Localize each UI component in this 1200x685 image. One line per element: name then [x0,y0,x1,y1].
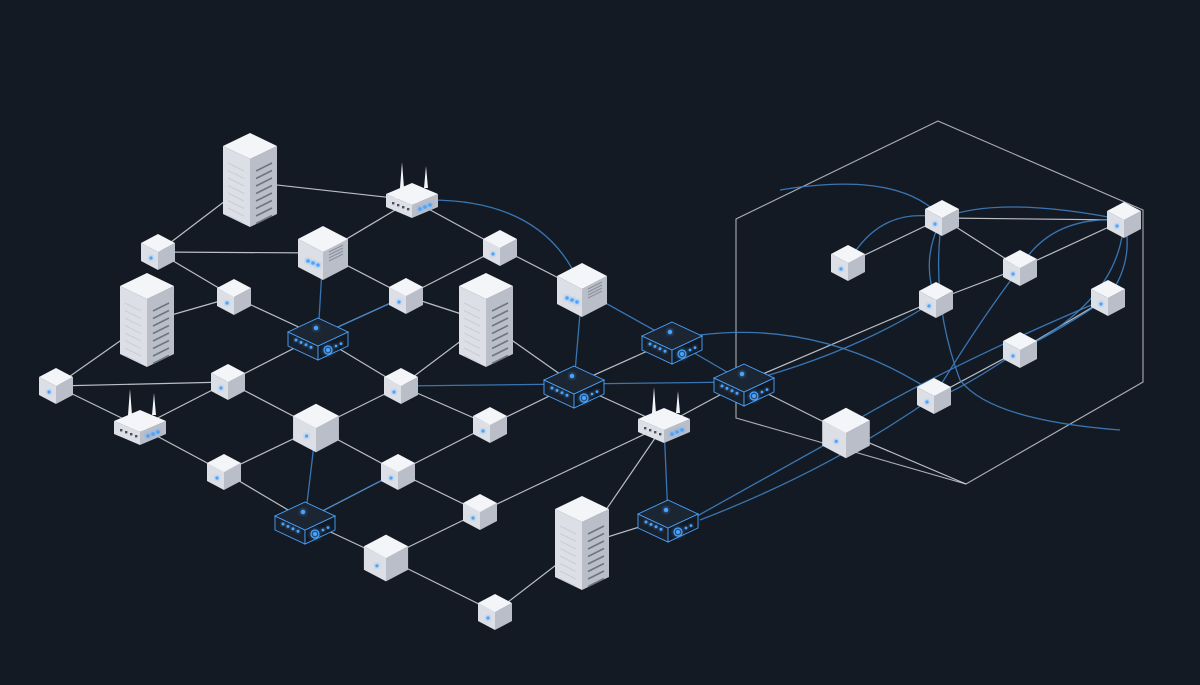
node-cube-icon [381,454,415,490]
node-cube-icon [463,494,497,530]
data-link-line [689,432,847,521]
appliance-box-icon [298,226,348,280]
server-rack-icon [459,273,513,367]
connection-line [941,217,1125,221]
server-rack-icon [120,273,174,367]
node-cube-icon [473,407,507,443]
node-cube-icon [1107,202,1141,238]
network-switch-icon [273,501,337,545]
connection-line [479,424,665,513]
router-antenna-icon [386,162,438,218]
connection-line [1019,219,1125,269]
network-switch-icon [636,499,700,543]
server-rack-icon [555,496,609,590]
node-cube-icon [1003,332,1037,368]
data-link-line [937,217,1121,431]
network-switch-icon [712,363,776,407]
node-cube-icon [384,368,418,404]
node-cube-icon [919,282,953,318]
network-switch-icon [542,365,606,409]
node-cube-icon [917,378,951,414]
node-cube-icon [478,594,512,630]
data-link-line [779,183,943,219]
node-cube-icon [363,534,409,582]
data-link-line [751,299,937,381]
node-cube-icon [141,234,175,270]
data-link-line [429,199,581,286]
node-cube-icon [925,200,959,236]
data-link-line [699,395,936,521]
node-cube-icon [831,245,865,281]
network-devices [39,133,1141,630]
node-cube-icon [211,364,245,400]
node-cube-icon [483,230,517,266]
connection-line [743,299,937,383]
data-link-line [699,331,931,391]
node-cube-icon [1091,280,1125,316]
node-cube-icon [293,403,339,453]
router-antenna-icon [638,387,690,443]
network-switch-icon [640,321,704,365]
node-cube-icon [39,368,73,404]
node-cube-icon [389,278,423,314]
connection-line [55,381,229,387]
network-switch-icon [286,317,350,361]
server-rack-icon [223,133,277,227]
node-cube-icon [822,407,870,459]
node-cube-icon [1003,250,1037,286]
data-link-line [859,297,1109,419]
node-cube-icon [207,454,241,490]
appliance-box-icon [557,263,607,317]
router-antenna-icon [114,389,166,445]
node-cube-icon [217,279,251,315]
connection-line [157,251,324,254]
